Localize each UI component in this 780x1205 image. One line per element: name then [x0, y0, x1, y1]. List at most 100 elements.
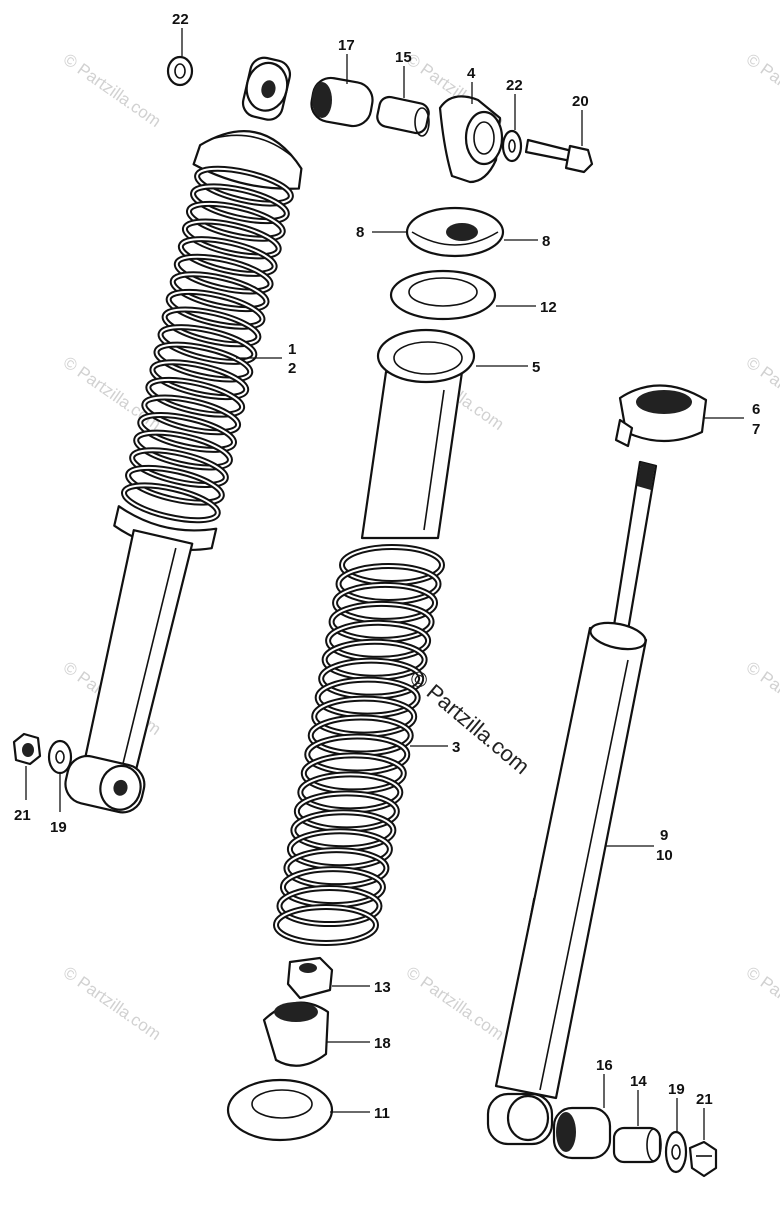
spring-coil-highlight [127, 466, 223, 504]
spring-coil-highlight [167, 290, 264, 328]
washer-hole [508, 139, 516, 153]
spring-coil-highlight [196, 167, 292, 205]
part-cap-nut-21-right [688, 1140, 718, 1178]
cap-nut-dome [22, 743, 34, 757]
washer-outer [664, 1130, 688, 1174]
callout-21: 21 [696, 1091, 713, 1108]
spring-coil-highlight [163, 308, 260, 346]
shock-damper-body [82, 529, 194, 778]
part-collar-15 [376, 95, 430, 137]
part-lower-seat-11 [226, 1078, 334, 1142]
spring-coil-highlight [139, 414, 236, 451]
part-spring-guide-6 [614, 384, 708, 448]
callout-20: 20 [572, 93, 589, 110]
part-complete-rear-shock [64, 56, 303, 814]
washer-hole [174, 63, 186, 79]
part-washer-19-left [47, 739, 73, 775]
part-stopper-13 [286, 956, 334, 1000]
callout-21: 21 [14, 807, 31, 824]
spring-coil-highlight [147, 378, 244, 416]
part-upper-joint-4 [438, 95, 504, 184]
watermark-main: © Partzilla.com [405, 665, 535, 779]
callout-8: 8 [542, 233, 550, 250]
guide-hole [636, 390, 692, 414]
spring-coil-highlight [175, 255, 272, 293]
spring-coil-highlight [275, 906, 377, 944]
spring-coil-highlight [192, 185, 288, 223]
part-washer-12 [389, 269, 497, 321]
shock-body-highlight [122, 547, 177, 764]
part-washer-19-right [664, 1130, 688, 1174]
callout-10: 10 [656, 847, 673, 864]
callout-12: 12 [540, 299, 557, 316]
callout-19: 19 [50, 819, 67, 836]
collar-body [376, 95, 430, 135]
cover-highlight [423, 389, 445, 531]
cap-nut-body [688, 1140, 718, 1178]
callout-8: 8 [356, 224, 364, 241]
damper-mark [527, 897, 535, 931]
collar-body [612, 1126, 662, 1164]
part-bump-rubber-18 [262, 1001, 330, 1067]
callout-4: 4 [467, 65, 476, 82]
callout-5: 5 [532, 359, 540, 376]
callout-2: 2 [288, 360, 296, 377]
washer-outer [501, 129, 523, 163]
collar-end [646, 1128, 662, 1162]
callout-17: 17 [338, 37, 355, 54]
shock-top-eye-hole [261, 80, 276, 99]
callout-6: 6 [752, 401, 760, 418]
leader-lines [25, 28, 744, 1140]
spring-coil-highlight [171, 273, 268, 311]
watermark-tile: © Partzilla.com [60, 963, 165, 1044]
part-bolt-20 [524, 138, 594, 174]
cover-tube [360, 370, 464, 540]
washer-hole [55, 750, 65, 764]
part-rear-damper-9 [486, 460, 658, 1146]
joint-eye-inner [473, 121, 495, 155]
spring-coil-highlight [155, 343, 252, 381]
callout-7: 7 [752, 421, 760, 438]
guide-tab [614, 418, 634, 448]
damper-body [494, 626, 648, 1100]
watermark-tile: © Partzilla.com [60, 50, 165, 131]
part-bushing-17 [310, 76, 374, 128]
seat-hole [446, 223, 478, 241]
washer-inner [408, 277, 478, 307]
callout-3: 3 [452, 739, 460, 756]
bump-rubber-top [274, 1002, 318, 1022]
shock-spring [121, 165, 294, 524]
watermark-tile: © Partzilla.com [743, 50, 780, 131]
callout-19: 19 [668, 1081, 685, 1098]
shock-top-cup-rim [213, 134, 293, 157]
part-cap-nut-21-left [12, 732, 42, 766]
callout-labels: 22 17 15 4 22 20 8 8 12 1 2 5 6 7 3 21 1… [14, 11, 760, 1122]
bolt-head [564, 144, 594, 174]
damper-top-cap [589, 621, 647, 651]
washer-hole [671, 1144, 681, 1160]
damper-highlight [539, 659, 629, 1091]
callout-18: 18 [374, 1035, 391, 1052]
collar-end [414, 107, 430, 137]
watermark-tile: © Partzilla.com [743, 353, 780, 434]
lower-seat-outer [226, 1078, 334, 1142]
bushing-end [312, 82, 332, 118]
callout-11: 11 [374, 1105, 390, 1122]
cover-flange-inner [393, 341, 463, 375]
washer-outer [47, 739, 73, 775]
spring-coil-highlight [135, 431, 231, 469]
callout-15: 15 [395, 49, 412, 66]
callout-22: 22 [172, 11, 189, 28]
callout-1: 1 [288, 341, 296, 358]
callout-16: 16 [596, 1057, 613, 1074]
callout-14: 14 [630, 1073, 647, 1090]
part-washer-22-right [501, 129, 523, 163]
seat-edge [411, 231, 499, 246]
shock-top-cup [192, 130, 303, 190]
lower-seat-inner [251, 1089, 313, 1119]
stopper-hole [299, 963, 317, 973]
watermark-tile: © Partzilla.com [743, 963, 780, 1044]
bushing-end [556, 1112, 576, 1152]
